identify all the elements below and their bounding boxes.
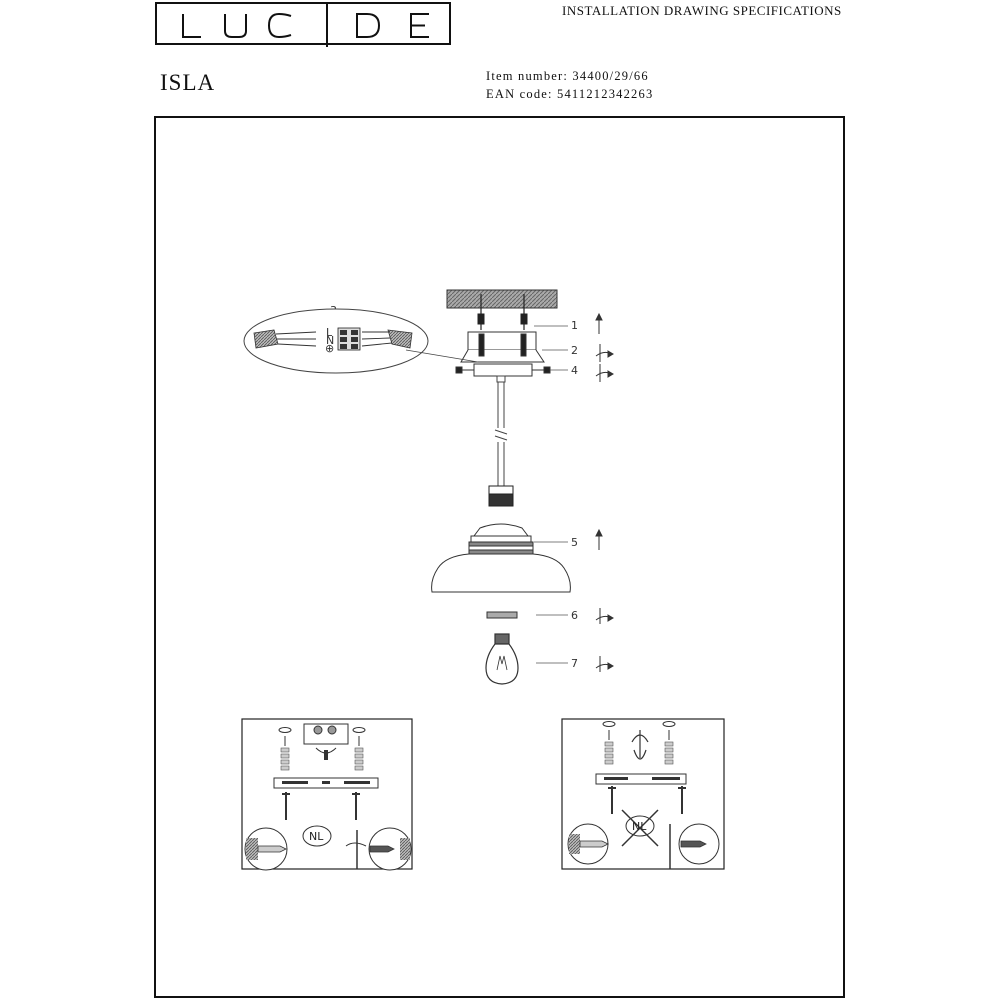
brand-logo [155,2,451,47]
item-number: Item number: 34400/29/66 [486,69,649,83]
product-name: ISLA [160,70,216,95]
wire-label-l: L [326,326,333,339]
callout-5: 5 [571,536,578,549]
callout-leaders [534,325,568,664]
direction-arrows [595,312,614,672]
mounting-detail-left [241,718,413,871]
brand-logo-mark [182,4,429,47]
nl-badge-right-crossed: NL [632,820,647,833]
wire-label-earth: ⊕ [325,342,334,355]
wire-label-n: N [326,334,334,347]
installation-diagram: 1 2 3 4 5 6 7 [241,289,725,871]
canopy [460,331,545,363]
ceiling-plate [446,289,558,309]
callout-1: 1 [571,319,578,332]
ceiling-screws [477,294,528,330]
wiring-detail [243,308,479,374]
callout-6: 6 [571,609,578,622]
callout-7: 7 [571,657,578,670]
nl-badge-left: NL [309,830,324,843]
shade-ring [486,611,518,619]
pendant-cable [494,375,508,486]
light-bulb-icon [485,633,519,685]
ean-code: EAN code: 5411212342263 [486,87,654,101]
lamp-holder [488,485,514,507]
mounting-detail-right [561,718,725,870]
callout-4: 4 [571,364,578,377]
drawing-frame: 1 2 3 4 5 6 7 [154,116,845,998]
document-title: INSTALLATION DRAWING SPECIFICATIONS [562,3,842,18]
lamp-shade [431,523,571,593]
callout-2: 2 [571,344,578,357]
side-screws [455,363,551,377]
